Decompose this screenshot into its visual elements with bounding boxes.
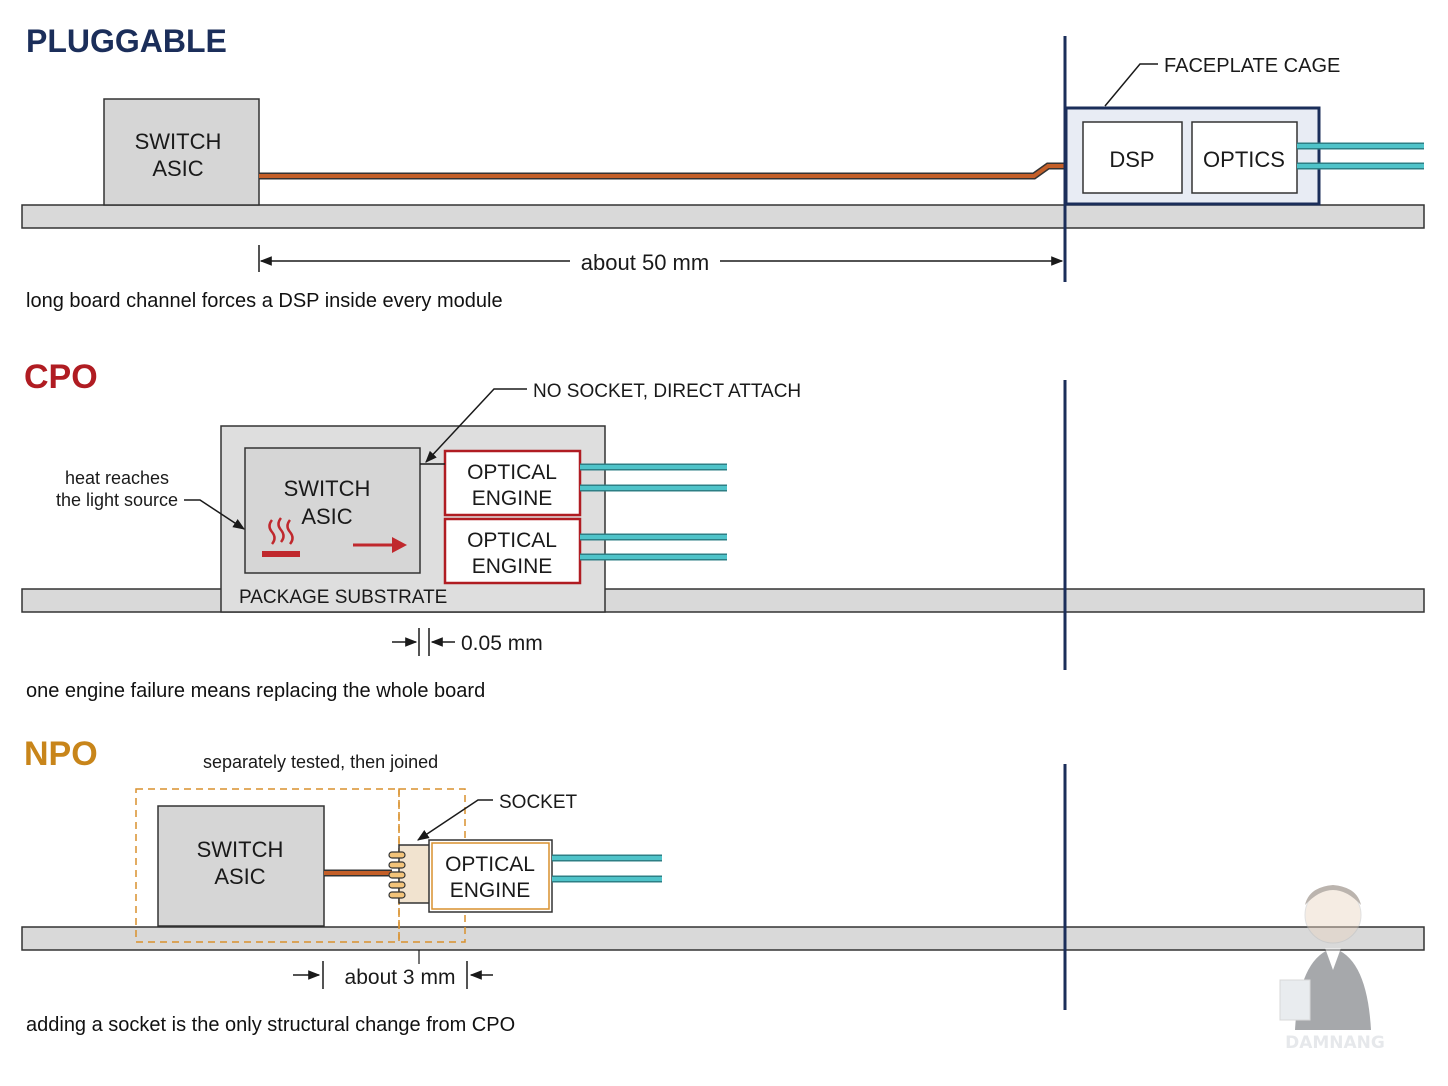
npo-title: NPO	[24, 735, 98, 773]
pluggable-section: PLUGGABLE SWITCH ASIC DSP OPTICS FACEPLA…	[21, 23, 1425, 312]
cpo-engine-1-label-1: OPTICAL	[467, 461, 557, 484]
pluggable-board	[21, 204, 1425, 229]
dsp-label: DSP	[1109, 147, 1154, 172]
cpo-switch-label-1: SWITCH	[284, 476, 371, 501]
npo-optical-engine	[428, 839, 553, 913]
cpo-fibers	[580, 463, 727, 561]
heat-callout-label-1: heat reaches	[65, 468, 169, 488]
npo-switch-label-1: SWITCH	[197, 837, 284, 862]
optics-label: OPTICS	[1203, 147, 1285, 172]
direct-attach-callout-line	[425, 388, 527, 463]
npo-switch-label-2: ASIC	[214, 864, 265, 889]
dsp-box	[1082, 121, 1183, 194]
socket-callout-label: SOCKET	[499, 792, 578, 813]
socket-callout-line	[417, 799, 493, 841]
cpo-optical-engine-1	[443, 449, 582, 517]
package-substrate-label: PACKAGE SUBSTRATE	[239, 587, 447, 608]
heat-callout-label-2: the light source	[56, 490, 178, 510]
npo-engine-label-1: OPTICAL	[445, 853, 535, 876]
cpo-section: CPO PACKAGE SUBSTRATE SWITCH ASIC heat r…	[21, 358, 1425, 702]
npo-distance-label: about 3 mm	[345, 966, 456, 989]
watermark-text: DAMNANG	[1285, 1033, 1385, 1053]
cpo-caption: one engine failure means replacing the w…	[26, 680, 485, 702]
npo-switch-asic	[157, 805, 325, 927]
npo-section: NPO separately tested, then joined SWITC…	[21, 735, 1425, 1036]
cpo-engine-2-label-1: OPTICAL	[467, 529, 557, 552]
pluggable-distance-label: about 50 mm	[581, 250, 709, 275]
npo-engine-accent-border	[431, 842, 550, 910]
mascot-icon	[1279, 885, 1371, 1030]
npo-engine-label-2: ENGINE	[450, 879, 531, 902]
separately-tested-label: separately tested, then joined	[203, 752, 438, 772]
npo-board	[21, 926, 1425, 951]
cpo-title: CPO	[24, 358, 98, 396]
cpo-engine-2-label-2: ENGINE	[472, 555, 553, 578]
watermark-logo: DAMNANG	[1279, 885, 1385, 1053]
optics-box	[1191, 121, 1298, 194]
socket-icon	[388, 844, 431, 904]
heat-callout-line	[184, 499, 246, 530]
pluggable-caption: long board channel forces a DSP inside e…	[26, 290, 503, 312]
cpo-gap-label: 0.05 mm	[461, 632, 543, 655]
pluggable-title: PLUGGABLE	[26, 23, 227, 59]
cpo-engine-1-label-2: ENGINE	[472, 487, 553, 510]
npo-caption: adding a socket is the only structural c…	[26, 1014, 515, 1036]
pluggable-fibers	[1297, 142, 1424, 170]
heat-icon	[262, 517, 300, 557]
pluggable-copper-trace	[259, 164, 1068, 178]
cage-callout-line	[1104, 63, 1158, 107]
direct-attach-callout-label: NO SOCKET, DIRECT ATTACH	[533, 381, 801, 402]
cpo-optical-engine-2	[443, 517, 582, 585]
cpo-switch-label-2: ASIC	[301, 504, 352, 529]
cage-callout-label: FACEPLATE CAGE	[1164, 55, 1340, 77]
npo-fibers	[552, 854, 662, 883]
pluggable-switch-asic	[103, 98, 260, 206]
heat-flow-arrow-icon	[353, 537, 407, 553]
pluggable-switch-label-1: SWITCH	[135, 129, 222, 154]
pluggable-switch-label-2: ASIC	[152, 156, 203, 181]
